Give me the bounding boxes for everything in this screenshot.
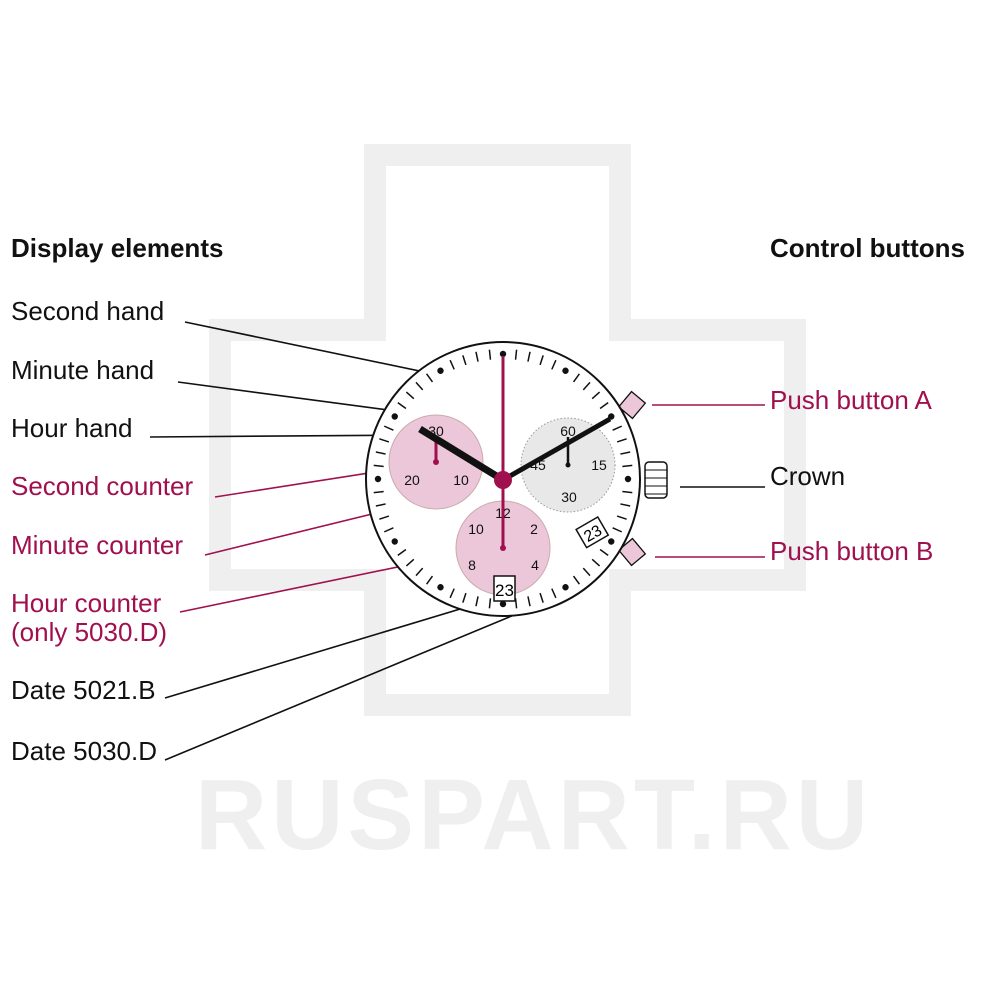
push-button-b [617,537,647,567]
label-hour-hand: Hour hand [11,413,133,443]
hour-marker [391,538,398,545]
minute-tick [488,598,492,609]
minute-tick [449,359,455,370]
hour-marker [608,538,615,545]
minute-tick [622,464,633,468]
minute-tick [572,373,581,383]
subdial-label: 10 [468,521,484,537]
label-minute-hand: Minute hand [11,355,155,385]
minute-tick [375,503,386,507]
watermark: RUSPART.RU [195,759,873,871]
minute-tick [599,401,609,410]
label-push-button-b: Push button B [770,536,934,566]
minute-tick [620,503,631,507]
minute-tick [405,391,415,400]
minute-tick [539,355,544,366]
hour-marker [562,584,569,591]
minute-tick [373,490,384,494]
minute-tick [383,425,394,431]
minute-tick [397,401,407,410]
label-crown: Crown [770,461,846,491]
minute-tick [425,575,434,585]
subdial-label: 10 [453,472,469,488]
subdial-label: 60 [560,423,576,439]
minute-tick [616,438,627,443]
hour-marker [499,350,507,358]
subdial-label: 4 [531,557,539,573]
subdial-label: 30 [561,489,577,505]
label-date-5030d: Date 5030.D [11,736,157,766]
subdial-label: 2 [530,521,538,537]
minute-tick [572,575,581,585]
control-heading: Control buttons [770,233,965,263]
push-button-a [617,390,647,420]
hour-marker [374,475,382,483]
minute-tick [397,548,407,557]
minute-tick [616,515,627,520]
hour-marker [562,367,569,374]
minute-tick [591,391,601,400]
minute-tick [488,349,492,360]
minute-tick [514,349,518,360]
minute-tick [620,451,631,455]
minute-tick [539,592,544,603]
label-hour-counter-note: (only 5030.D) [11,617,168,647]
minute-tick [599,548,609,557]
hour-marker [499,600,507,608]
minute-tick [475,351,479,362]
minute-tick [379,438,390,443]
minute-tick [475,596,479,607]
minute-tick [591,558,601,567]
minute-tick [612,527,623,533]
minute-tick [415,381,424,391]
hour-marker [437,584,444,591]
minute-tick [527,596,531,607]
minute-tick [582,567,591,577]
minute-tick [622,490,633,494]
label-second-counter: Second counter [11,471,194,501]
minute-tick [551,588,557,599]
label-date-5021b: Date 5021.B [11,675,156,705]
hour-hand [418,426,505,483]
minute-ticks [373,349,633,609]
label-hour-counter: Hour counter [11,588,162,618]
hour-marker [391,413,398,420]
minute-tick [527,351,531,362]
subdial-label: 15 [591,457,607,473]
crown [644,461,668,499]
minute-tick [379,515,390,520]
minute-tick [405,558,415,567]
center-pinion [494,471,512,489]
label-push-button-a: Push button A [770,385,932,415]
minute-tick [612,425,623,431]
hour-marker [608,413,615,420]
minute-tick [462,592,467,603]
minute-tick [415,567,424,577]
minute-hand [501,416,612,483]
minute-tick [462,355,467,366]
minute-tick [373,464,384,468]
subdial-label: 20 [404,472,420,488]
hour-marker [624,475,632,483]
label-minute-counter: Minute counter [11,530,183,560]
svg-text:23: 23 [495,581,514,600]
minute-tick [383,527,394,533]
svg-text:23: 23 [581,522,605,546]
minute-tick [449,588,455,599]
hour-marker [437,367,444,374]
label-second-hand: Second hand [11,296,165,326]
date-window-5030d: 23 [575,515,610,549]
display-heading: Display elements [11,233,224,263]
minute-tick [551,359,557,370]
date-window-5021b: 23 [493,575,516,602]
minute-tick [375,451,386,455]
minute-tick [425,373,434,383]
minute-tick [582,381,591,391]
subdial-label: 8 [468,557,476,573]
